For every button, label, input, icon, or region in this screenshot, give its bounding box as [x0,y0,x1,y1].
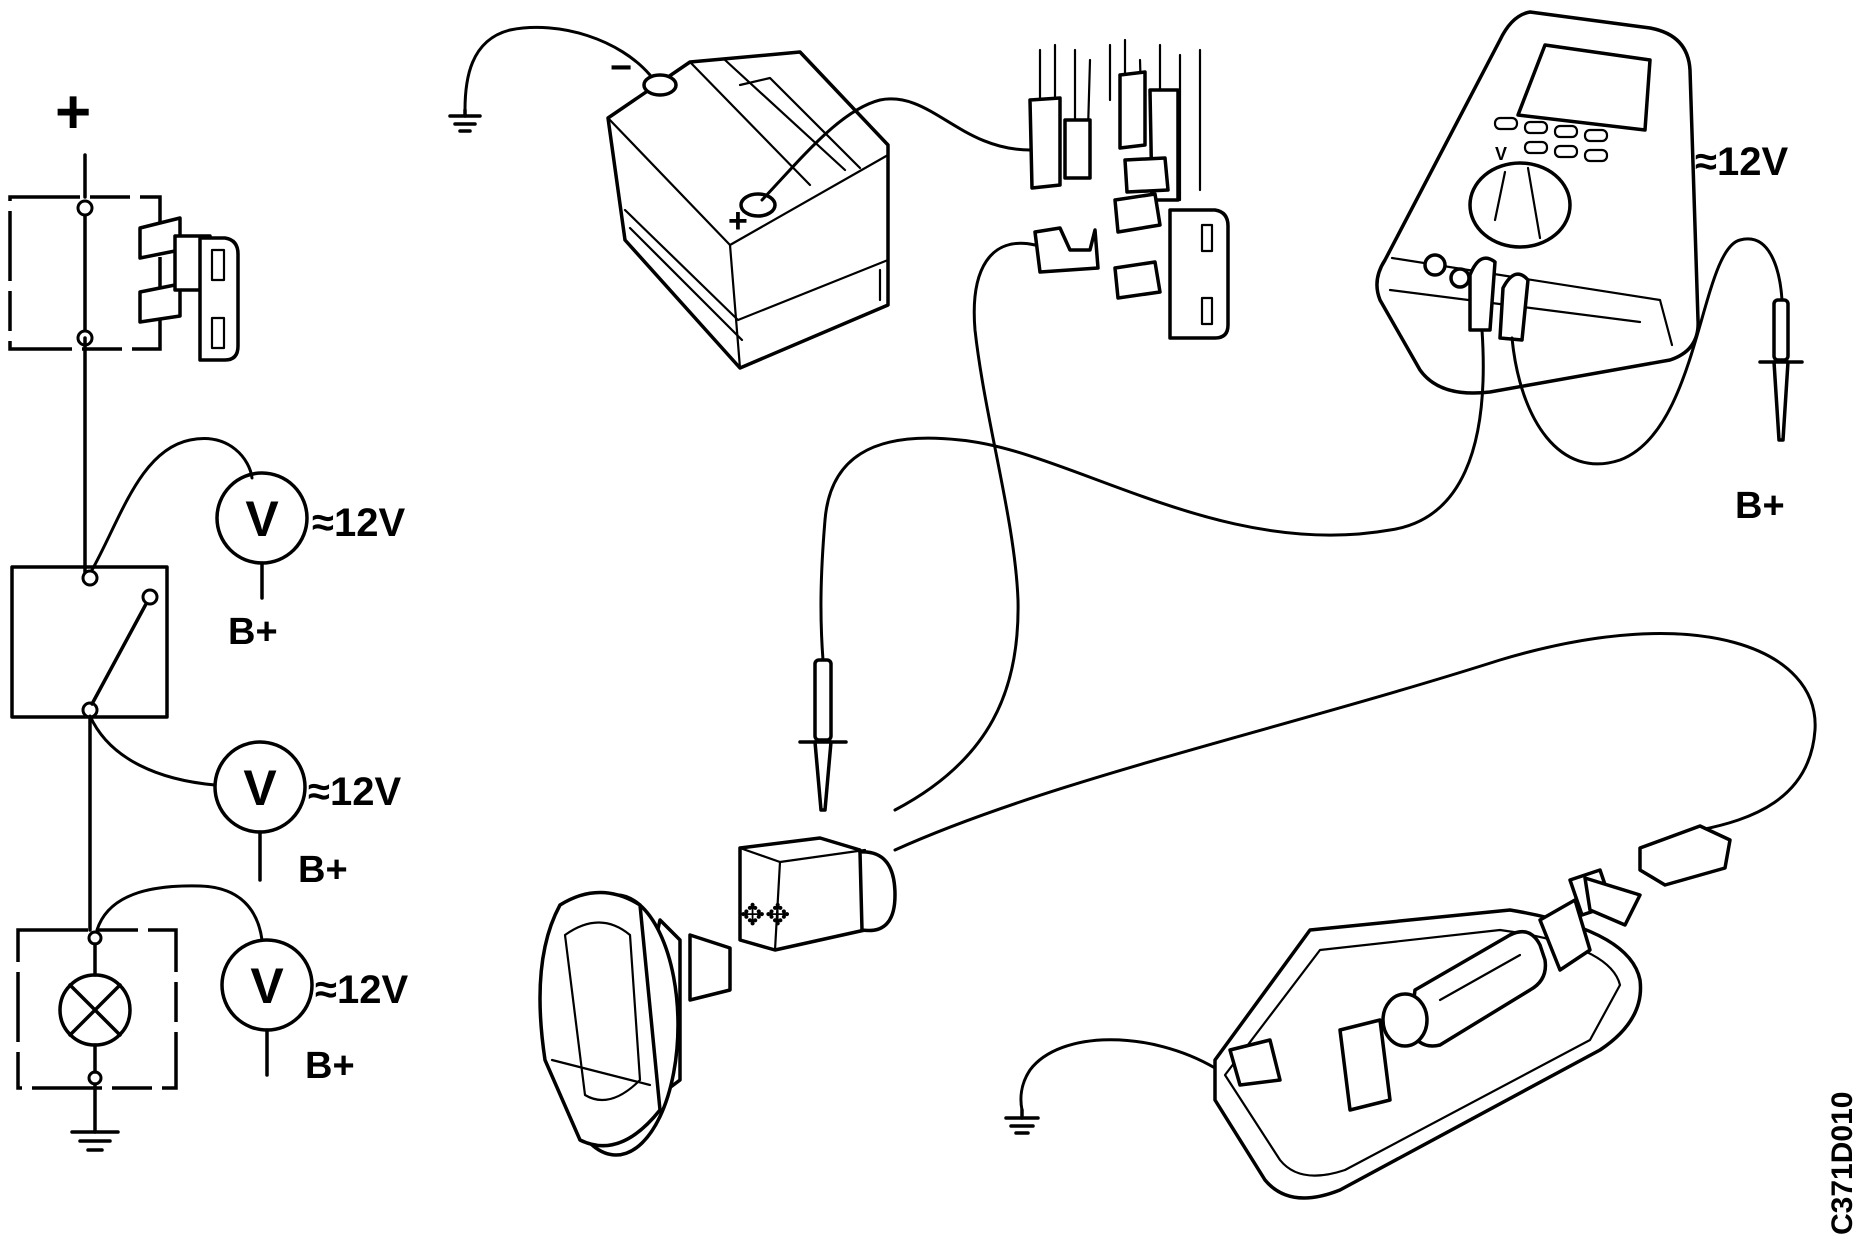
switch-contact [90,602,148,706]
lamp-ground-icon [1004,1108,1040,1135]
voltmeter-2-ref: B+ [298,849,348,891]
probe-lead-right [1510,237,1784,466]
battery-positive-label: + [728,202,748,240]
probe-lead-left [819,328,1485,662]
multimeter-reading: ≈12V [1695,140,1788,184]
voltmeter-3-reading: ≈12V [315,968,408,1012]
battery-positive-cable [760,97,1032,202]
voltmeter-1-ref: B+ [228,611,278,653]
block-fuse-icon [1168,208,1230,340]
multimeter: V ≈12V B+ [798,10,1804,812]
negative-terminal [642,73,678,97]
multimeter-rotary-dial [1468,161,1572,249]
voltmeter-1-reading: ≈12V [312,501,405,545]
rocker-switch [538,890,732,1157]
figure-code: C371D010 [1826,1092,1858,1235]
jack-com [1423,253,1447,277]
switch-input-node [81,569,99,587]
connector-pin-icon: ✥✥ [740,899,790,932]
voltmeter-2-symbol: V [243,760,277,816]
lamp-box [16,928,178,1090]
fuse-socket-probe-point [1033,226,1100,274]
blade-fuse-icon [138,216,240,362]
fuse-to-switch-wire [893,241,1037,812]
lamp-icon [58,973,132,1047]
battery-ground-icon [448,108,482,133]
fuse-block [1028,38,1230,340]
voltmeter-3-ref: B+ [305,1045,355,1087]
ground-icon [70,1130,120,1152]
positive-terminal [739,192,777,218]
voltmeter-2-reading: ≈12V [308,770,401,814]
lamp-unit [1004,824,1732,1200]
probe-left-icon [798,658,848,812]
probe-right-ref: B+ [1735,485,1785,527]
battery-ground-wire [463,25,652,112]
voltmeter-3-symbol: V [250,958,284,1014]
multimeter-display [1516,43,1652,132]
connector-to-lamp-wire [893,632,1817,852]
battery-negative-label: − [610,47,632,89]
lamp-ground-wire [1019,1038,1217,1112]
lamp-bulb-icon [1381,929,1548,1048]
probe-plug-1 [1468,256,1497,332]
switch-box [10,565,169,719]
supply-plus-label: + [55,78,91,147]
lamp-connector-plug [1638,824,1732,887]
probe-plug-2 [1498,272,1530,342]
battery: − + [448,25,1032,370]
multimeter-buttons [1493,116,1609,163]
multimeter-mode-label: V [1495,144,1507,164]
probe-right-icon [1758,298,1804,442]
circuit-schematic: + [8,78,408,1152]
switch-connector: ✥✥ [738,836,897,952]
voltmeter-1-symbol: V [245,491,279,547]
